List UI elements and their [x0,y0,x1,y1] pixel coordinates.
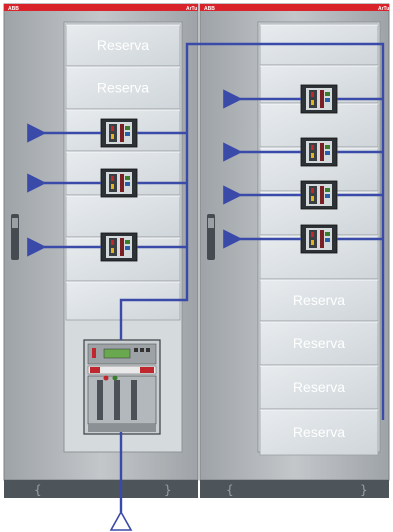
left-plinth [4,480,198,498]
reserva-label: Reserva [293,424,345,440]
panel-slot: Reserva [259,364,379,410]
plinth-bracket-icon: } [164,483,172,497]
door-handle-lock-icon [208,218,214,228]
molded-case-breaker-icon[interactable] [100,232,138,262]
plinth-bracket-icon: { [34,483,42,497]
reserva-label: Reserva [97,37,149,53]
left-header-brand: ABB [8,6,19,12]
panel-slot [259,234,379,280]
busbar-lines [27,42,385,512]
left-header-model: ArTu [186,6,197,12]
molded-case-breaker-icon[interactable] [100,118,138,148]
molded-case-breaker-icon[interactable] [300,224,338,254]
panel-slot: Reserva [65,65,181,110]
plinth-bracket-icon: } [360,483,368,497]
plinth-bracket-icon: { [226,483,234,497]
molded-case-breaker-icon[interactable] [300,137,338,167]
left-header-bar [4,4,198,11]
panel-slot [65,194,181,238]
reserva-label: Reserva [97,80,149,96]
reserva-label: Reserva [293,335,345,351]
right-header-brand: ABB [204,6,215,12]
right-header-bar [200,4,389,11]
reserva-label: Reserva [293,379,345,395]
molded-case-breaker-icon[interactable] [300,180,338,210]
panel-slot: Reserva [259,320,379,366]
reserva-label: Reserva [293,292,345,308]
right-header-model: ArTu [378,6,389,12]
right-plinth [200,480,389,498]
main-busbar [119,42,385,420]
panel-slot: Reserva [259,408,379,456]
molded-case-breaker-icon[interactable] [100,168,138,198]
molded-case-breaker-icon[interactable] [300,84,338,114]
air-circuit-breaker-icon[interactable] [83,339,161,435]
triangle-supply-icon [109,510,133,531]
panel-slot: Reserva [65,23,181,67]
door-handle-lock-icon [12,218,18,228]
panel-slot: Reserva [259,278,379,322]
